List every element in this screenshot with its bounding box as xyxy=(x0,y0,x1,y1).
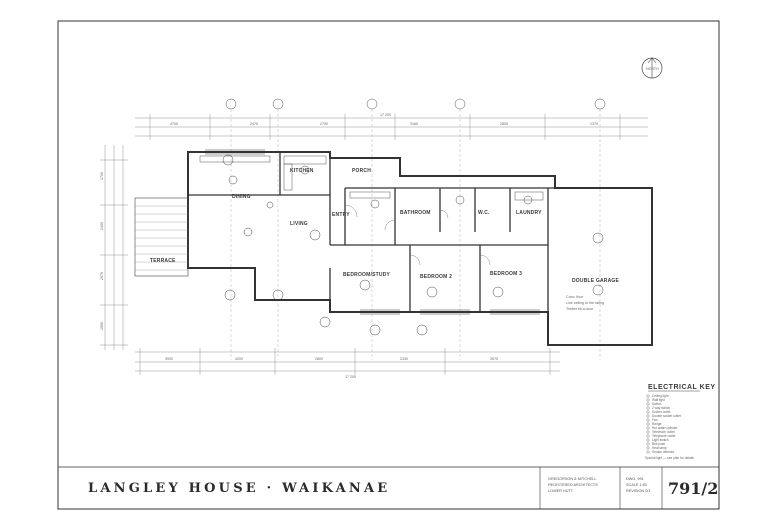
legend-item: Socket outlet xyxy=(652,410,671,414)
bottom-dim-5: 3970 xyxy=(490,357,498,361)
room-terrace: TERRACE xyxy=(150,258,176,264)
architect-line-1: GREGORSON & MITCHELL xyxy=(548,477,597,481)
room-double-garage: DOUBLE GARAGE xyxy=(572,278,620,284)
legend-item: 2 way switch xyxy=(652,406,670,410)
architect-line-3: LOWER HUTT xyxy=(548,489,574,493)
bottom-dim-2: 4200 xyxy=(235,357,243,361)
detail-line-1: DWG. 991 xyxy=(626,477,644,481)
garage-notes: Conc. floor Line ceiling to fire rating … xyxy=(566,295,604,311)
legend-item: Smoke detector xyxy=(652,450,675,454)
grid-bubbles-top xyxy=(225,98,606,360)
left-dimensions: 1700 2400 2970 1900 xyxy=(100,145,128,350)
legend-item: Bell push xyxy=(652,442,665,446)
legend-title: ELECTRICAL KEY xyxy=(648,384,716,391)
electrical-symbols xyxy=(222,154,604,336)
left-dim-1: 1700 xyxy=(100,172,104,180)
top-dim-4: 3160 xyxy=(410,122,418,126)
top-dimensions: 17 200 4700 2470 2700 3160 2800 1370 xyxy=(135,113,648,140)
top-dim-6: 1370 xyxy=(590,122,598,126)
garage-note-1: Conc. floor xyxy=(566,295,584,299)
legend-item: Ceiling light xyxy=(652,394,669,398)
room-porch: PORCH xyxy=(352,168,371,174)
legend-item: Wall light xyxy=(652,398,665,402)
room-kitchen: KITCHEN xyxy=(290,168,314,174)
top-dim-3: 2700 xyxy=(320,122,328,126)
left-dim-3: 2970 xyxy=(100,272,104,280)
room-dining: DINING xyxy=(232,194,251,200)
room-bedroom-3: BEDROOM 3 xyxy=(490,271,522,277)
legend-item: Switch xyxy=(652,402,662,406)
room-bathroom: BATHROOM xyxy=(400,210,431,216)
legend-item: Light switch xyxy=(652,438,669,442)
garage-note-2: Line ceiling to fire rating xyxy=(566,301,604,305)
garage-note-3: Timber tilt-a-door xyxy=(566,307,594,311)
bottom-dim-3: 2800 xyxy=(315,357,323,361)
legend-item: Fan xyxy=(652,418,658,422)
sheet-border xyxy=(57,20,720,510)
legend-items: Ceiling light Wall light Switch 2 way sw… xyxy=(645,394,694,460)
left-dim-2: 2400 xyxy=(100,222,104,230)
legend-item: Heat lamp xyxy=(652,446,667,450)
drawing-title: LANGLEY HOUSE · WAIKANAE xyxy=(88,481,390,496)
north-arrow-icon: NORTH xyxy=(641,57,663,79)
room-entry: ENTRY xyxy=(332,212,350,218)
electrical-key: ELECTRICAL KEY Ceiling light Wall light … xyxy=(645,384,716,460)
left-dim-4: 1900 xyxy=(100,322,104,330)
building-walls xyxy=(134,149,653,346)
room-laundry: LAUNDRY xyxy=(516,210,542,216)
room-bedroom-2: BEDROOM 2 xyxy=(420,274,452,280)
legend-item: Telephone outlet xyxy=(652,434,676,438)
legend-item: Special light — see plan for details xyxy=(645,456,694,460)
detail-line-3: REVISION 0/1 xyxy=(626,489,650,493)
room-living: LIVING xyxy=(290,221,308,227)
title-block: LANGLEY HOUSE · WAIKANAE GREGORSON & MIT… xyxy=(58,466,719,509)
top-dim-2: 2470 xyxy=(250,122,258,126)
legend-item: Hot water cylinder xyxy=(652,426,678,430)
bottom-dimensions: 17 200 3900 4200 2800 2330 3970 xyxy=(135,348,560,379)
room-wc: W.C. xyxy=(478,210,490,216)
room-bedroom-main: BEDROOM/STUDY xyxy=(343,272,391,278)
overall-top-dim: 17 200 xyxy=(380,113,391,117)
top-dim-5: 2800 xyxy=(500,122,508,126)
bottom-dim-4: 2330 xyxy=(400,357,408,361)
architect-line-2: REGISTERED ARCHITECTS xyxy=(548,483,598,487)
detail-line-2: SCALE 1:50 xyxy=(626,483,647,487)
bottom-dim-1: 3900 xyxy=(165,357,173,361)
overall-bottom-dim: 17 200 xyxy=(345,375,356,379)
legend-item: Television outlet xyxy=(652,430,675,434)
legend-item: Double socket outlet xyxy=(652,414,681,418)
top-dim-1: 4700 xyxy=(170,122,178,126)
legend-item: Range xyxy=(652,422,662,426)
north-label: NORTH xyxy=(646,67,659,71)
sheet-number: 791/2 xyxy=(668,479,718,498)
